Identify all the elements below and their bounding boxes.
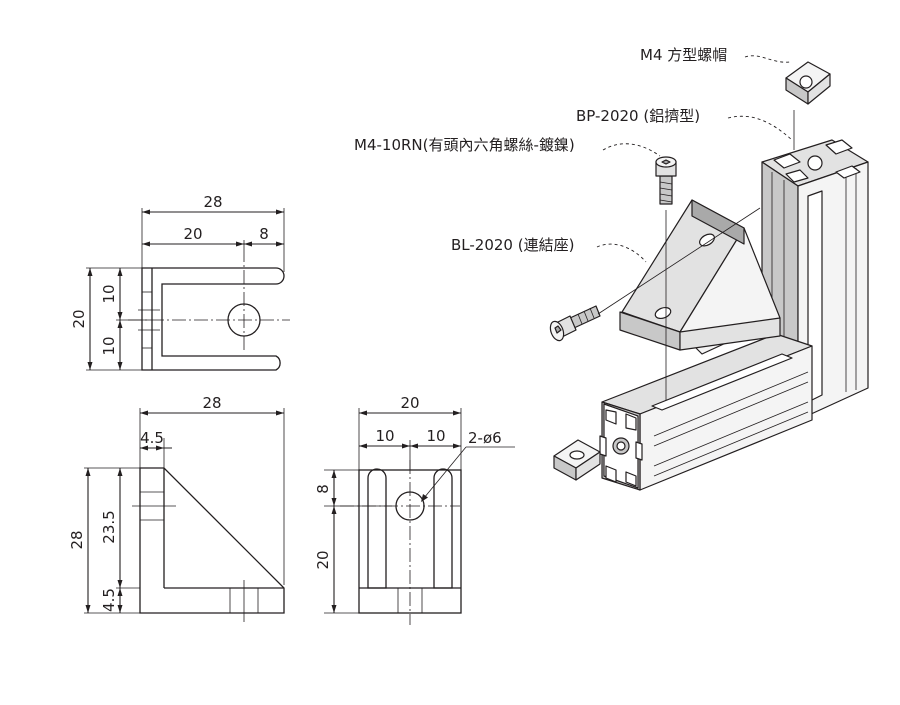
bolt-horizontal [549, 305, 601, 342]
front-dim-v20: 20 [314, 550, 332, 569]
side-view: 28 4.5 28 23.5 4.5 [68, 394, 285, 622]
top-dim-v10a: 10 [100, 284, 118, 303]
side-dim-v4-5: 4.5 [100, 588, 118, 612]
front-dim-10b: 10 [426, 427, 445, 445]
top-dim-8: 8 [259, 225, 269, 243]
front-dim-20: 20 [400, 394, 419, 412]
side-dim-4-5: 4.5 [140, 429, 164, 447]
label-bolt: M4-10RN(有頭內六角螺絲-鍍鎳) [354, 136, 575, 154]
square-nut-top [785, 61, 831, 105]
label-bracket: BL-2020 (連結座) [451, 236, 574, 254]
front-dim-v8: 8 [314, 484, 332, 494]
horizontal-extrusion [599, 333, 813, 491]
front-view: 20 10 10 2-ø6 8 20 [314, 394, 515, 625]
top-dim-20: 20 [183, 225, 202, 243]
label-plate: BP-2020 (鋁擠型) [576, 107, 700, 125]
side-dim-v23-5: 23.5 [100, 510, 118, 543]
square-nut-bottom [553, 439, 601, 481]
side-dim-28: 28 [202, 394, 221, 412]
part-labels: M4 方型螺帽 BP-2020 (鋁擠型) M4-10RN(有頭內六角螺絲-鍍鎳… [354, 46, 793, 263]
side-dim-v28: 28 [68, 530, 86, 549]
top-dim-v20: 20 [70, 309, 88, 328]
front-dim-10a: 10 [375, 427, 394, 445]
top-dim-v10b: 10 [100, 336, 118, 355]
assembly-view [549, 61, 869, 491]
bolt-vertical [655, 156, 677, 205]
bracket-part [619, 199, 781, 355]
label-nut: M4 方型螺帽 [640, 46, 727, 64]
front-hole-callout: 2-ø6 [468, 429, 502, 447]
top-dim-28: 28 [203, 193, 222, 211]
top-view: 28 20 8 20 10 10 [70, 193, 290, 371]
